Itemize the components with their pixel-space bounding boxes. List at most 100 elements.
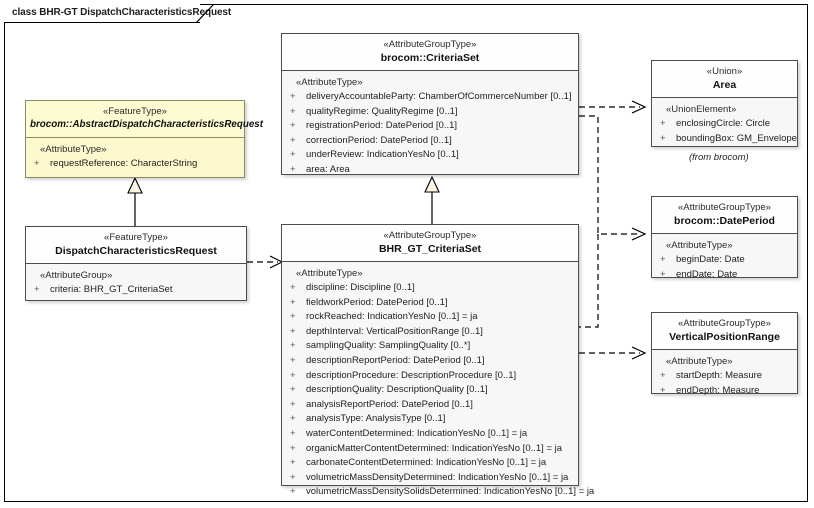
attribute-row: +discipline: Discipline [0..1] — [286, 281, 574, 296]
attribute-text: qualityRegime: QualityRegime [0..1] — [306, 105, 458, 117]
class-box-abstract-dispatch-request[interactable]: «FeatureType» brocom::AbstractDispatchCh… — [25, 100, 263, 178]
class-box-area[interactable]: «Union» Area «UnionElement» +enclosingCi… — [651, 60, 798, 147]
class-box-dispatch-request[interactable]: «FeatureType» DispatchCharacteristicsReq… — [25, 226, 247, 301]
visibility-marker: + — [290, 384, 296, 396]
connector-generalization-dispatch-to-abstract — [127, 176, 143, 228]
class-attributes-date-period: «AttributeType» +beginDate: Date + endDat… — [652, 234, 797, 288]
class-box-bhr-gt-criteria-set[interactable]: «AttributeGroupType» BHR_GT_CriteriaSet … — [281, 224, 594, 497]
attribute-text: descriptionReportPeriod: DatePeriod [0..… — [306, 354, 485, 366]
class-name: VerticalPositionRange — [669, 331, 780, 343]
attribute-row: +area: Area — [286, 163, 574, 178]
section-stereotype: «AttributeType» — [40, 144, 107, 155]
attribute-row: + startDepth: Measure — [656, 369, 793, 384]
attribute-text: underReview: IndicationYesNo [0..1] — [306, 149, 459, 161]
connector-dependency-criteriaset-to-area — [579, 100, 647, 114]
connector-dependency-dispatch-to-bhrgt — [247, 255, 284, 269]
attribute-text: volumetricMassDensitySolidsDetermined: I… — [306, 486, 595, 498]
attribute-row: + carbonateContentDetermined: IndicationY… — [286, 456, 574, 471]
class-box-vertical-position-range[interactable]: «AttributeGroupType» VerticalPositionRan… — [651, 312, 798, 396]
visibility-marker: + — [34, 284, 40, 295]
attribute-text: startDepth: Measure — [676, 370, 763, 381]
frame-tab-underline — [4, 22, 200, 23]
attribute-row: + depthInterval: VerticalPositionRange [0… — [286, 325, 574, 340]
attribute-row: + boundingBox: GM_Envelope — [656, 132, 797, 147]
visibility-marker: + — [290, 427, 296, 439]
visibility-marker: + — [290, 325, 296, 337]
class-box-date-period[interactable]: «AttributeGroupType» brocom::DatePeriod … — [651, 196, 798, 280]
visibility-marker: + — [290, 120, 296, 132]
attribute-text: analysisType: AnalysisType [0..1] — [306, 413, 446, 425]
class-header-area: «Union» Area — [652, 61, 797, 98]
visibility-marker: + — [290, 296, 296, 308]
visibility-marker: + — [290, 163, 296, 175]
class-attributes-dispatch-request: «AttributeGroup» +criteria: BHR_GT_Crite… — [26, 264, 246, 304]
class-header-bhr-gt-criteria-set: «AttributeGroupType» BHR_GT_CriteriaSet — [282, 225, 578, 262]
class-stereotype: «AttributeGroupType» — [678, 318, 771, 329]
visibility-marker: + — [290, 398, 296, 410]
class-box-criteria-set[interactable]: «AttributeGroupType» brocom::CriteriaSet… — [281, 33, 579, 175]
visibility-marker: + — [290, 457, 296, 469]
diagram-frame — [4, 4, 808, 502]
class-header-vertical-position-range: «AttributeGroupType» VerticalPositionRan… — [652, 313, 797, 350]
attribute-text: samplingQuality: SamplingQuality [0..*] — [306, 340, 471, 352]
attribute-row: +deliveryAccountableParty: ChamberOfComm… — [286, 90, 574, 105]
class-header-date-period: «AttributeGroupType» brocom::DatePeriod — [652, 197, 797, 234]
attribute-row: + fieldworkPeriod: DatePeriod [0..1] — [286, 296, 574, 311]
section-stereotype: «AttributeType» — [296, 77, 363, 88]
section-stereotype: «AttributeType» — [666, 356, 733, 367]
attribute-row: +volumetricMassDensityDetermined: Indica… — [286, 471, 574, 486]
class-name: DispatchCharacteristicsRequest — [55, 245, 217, 257]
attribute-text: correctionPeriod: DatePeriod [0..1] — [306, 134, 452, 146]
visibility-marker: + — [290, 340, 296, 352]
attribute-text: fieldworkPeriod: DatePeriod [0..1] — [306, 296, 448, 308]
attribute-text: requestReference: CharacterString — [50, 158, 198, 169]
class-attributes-area: «UnionElement» +enclosingCircle: Circle … — [652, 98, 797, 152]
class-header-criteria-set: «AttributeGroupType» brocom::CriteriaSet — [282, 34, 578, 71]
visibility-marker: + — [660, 132, 666, 144]
attribute-text: analysisReportPeriod: DatePeriod [0..1] — [306, 398, 473, 410]
visibility-marker: + — [290, 413, 296, 425]
attribute-text: registrationPeriod: DatePeriod [0..1] — [306, 120, 458, 132]
attribute-text: waterContentDetermined: IndicationYesNo … — [306, 427, 528, 439]
class-stereotype: «AttributeGroupType» — [678, 202, 771, 213]
class-stereotype: «AttributeGroupType» — [383, 230, 477, 241]
attribute-text: endDate: Date — [676, 268, 738, 280]
class-name: BHR_GT_CriteriaSet — [378, 243, 482, 255]
attribute-row: + analysisType: AnalysisType [0..1] — [286, 412, 574, 427]
class-stereotype: «AttributeGroupType» — [383, 39, 477, 50]
attribute-row: + underReview: IndicationYesNo [0..1] — [286, 148, 574, 163]
attribute-row: + qualityRegime: QualityRegime [0..1] — [286, 105, 574, 120]
visibility-marker: + — [290, 369, 296, 381]
attribute-row: + registrationPeriod: DatePeriod [0..1] — [286, 119, 574, 134]
visibility-marker: + — [660, 118, 666, 129]
attribute-row: + enclosingCircle: Circle — [656, 117, 793, 132]
attribute-text: rockReached: IndicationYesNo [0..1] = ja — [306, 311, 478, 323]
frame-tab-diagonal — [196, 4, 215, 23]
attribute-text: criteria: BHR_GT_CriteriaSet — [50, 284, 173, 295]
attribute-row: +descriptionQuality: DescriptionQuality … — [286, 383, 574, 398]
visibility-marker: + — [290, 442, 296, 454]
class-name: brocom::DatePeriod — [674, 215, 775, 227]
visibility-marker: + — [290, 105, 296, 117]
attribute-text: depthInterval: VerticalPositionRange [0.… — [306, 325, 483, 337]
attribute-row: +endDepth: Measure — [656, 384, 793, 399]
attribute-row: +descriptionReportPeriod: DatePeriod [0.… — [286, 354, 574, 369]
attribute-row: + endDate: Date — [656, 268, 793, 283]
class-stereotype: «Union» — [706, 66, 743, 77]
visibility-marker: + — [660, 370, 666, 381]
visibility-marker: + — [290, 486, 296, 498]
class-stereotype: «FeatureType» — [104, 232, 168, 243]
visibility-marker: + — [290, 149, 296, 161]
class-name: Area — [712, 79, 737, 91]
attribute-text: boundingBox: GM_Envelope — [676, 132, 797, 144]
section-stereotype: «AttributeType» — [666, 240, 733, 251]
frame-title: class BHR-GT DispatchCharacteristicsRequ… — [12, 7, 232, 18]
attribute-text: enclosingCircle: Circle — [676, 118, 770, 129]
attribute-row: +beginDate: Date — [656, 253, 793, 268]
attribute-row: + analysisReportPeriod: DatePeriod [0..1] — [286, 398, 574, 413]
visibility-marker: + — [660, 268, 666, 280]
visibility-marker: + — [290, 91, 296, 102]
visibility-marker: + — [660, 384, 666, 396]
attribute-text: carbonateContentDetermined: IndicationYe… — [306, 457, 547, 469]
